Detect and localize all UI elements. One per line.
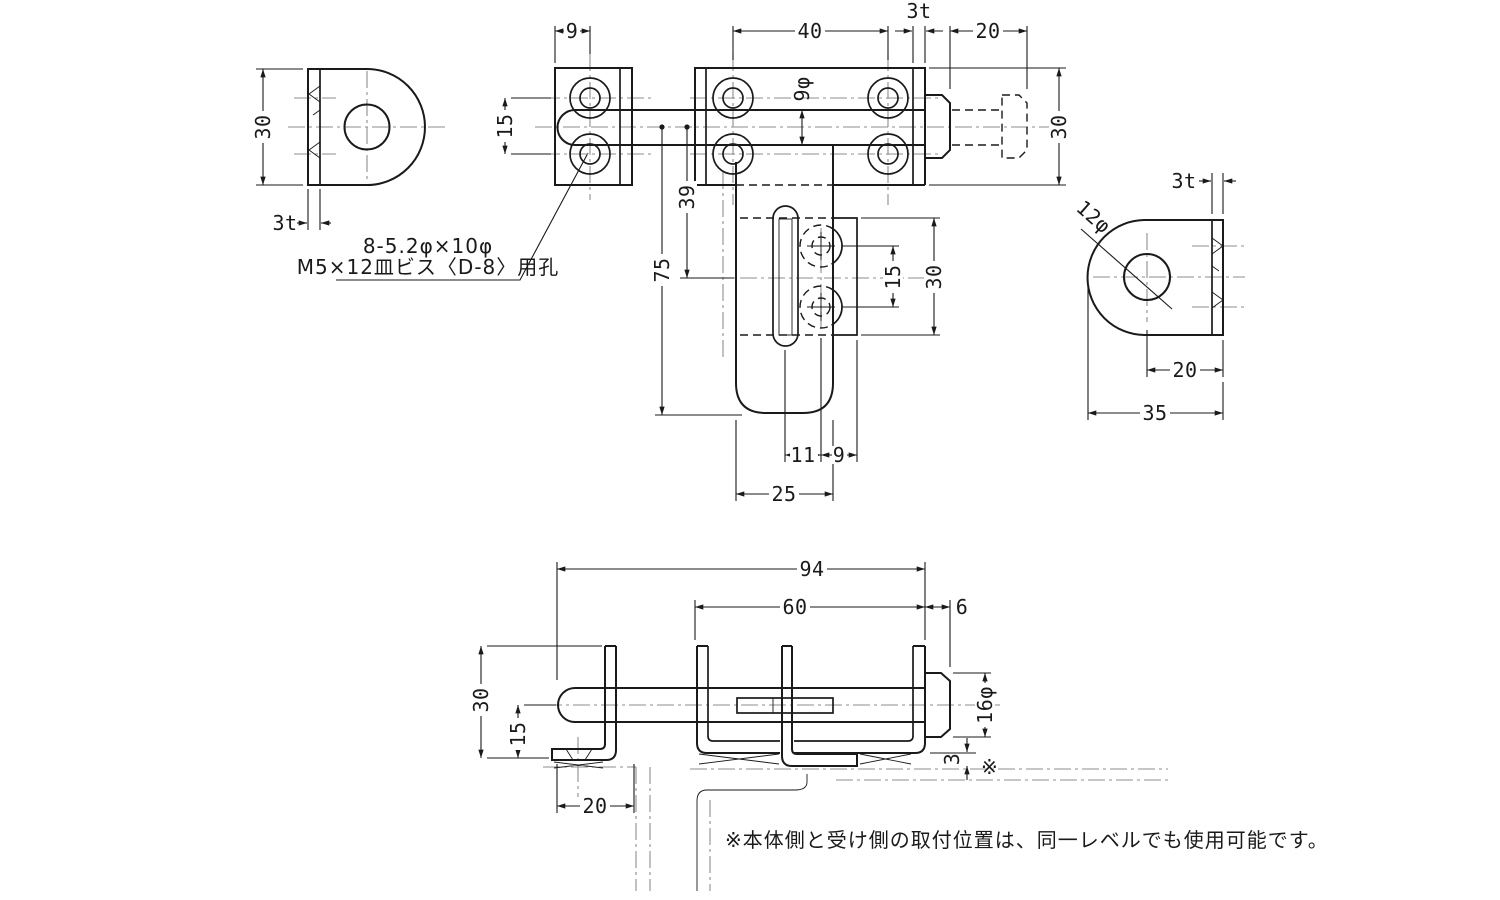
dim-plan-recv-pitch: 15: [881, 264, 905, 289]
dim-tab-left-thickness: 3t: [272, 211, 297, 235]
chamfer-hatch: [308, 85, 321, 159]
dim-side-body: 60: [782, 595, 807, 619]
hole-annotation: 8-5.2φ×10φ M5×12皿ビス〈D-8〉用孔: [297, 152, 589, 281]
dim-plan-flange: 3t: [906, 0, 931, 23]
bolt-rod-side: [557, 687, 925, 723]
dim-plan-pitch: 15: [493, 113, 517, 138]
dim-tabr-hole-edge: 20: [1172, 358, 1197, 382]
receiver-bracket: [551, 645, 617, 761]
dim-side-level-gap: 3: [940, 753, 964, 766]
dim-side-overall: 94: [799, 557, 824, 581]
dim-plan-drop-length: 75: [650, 257, 674, 282]
dim-plan-drop-width: 25: [771, 482, 796, 506]
tab-hole: [1123, 253, 1171, 301]
plan-view: 9 40 3t 20 30 15 9φ 39: [493, 0, 1071, 506]
dim-plan-hole-edge: 9: [833, 443, 846, 467]
countersunk-screw: [565, 748, 593, 761]
drop-plate-edge: [736, 697, 834, 714]
dim-plan-hole-span: 40: [797, 19, 822, 43]
dim-side-center-height: 15: [506, 721, 530, 746]
dim-plan-rod-dia: 9φ: [790, 76, 814, 101]
guide-slot: [772, 205, 799, 347]
footnote: ※本体側と受け側の取付位置は、同一レベルでも使用可能です。: [725, 828, 1329, 852]
dim-side-knob-dia: 16φ: [973, 686, 997, 724]
main-body-plate: [694, 67, 926, 186]
surface-right: [690, 768, 1168, 891]
dim-tabr-width: 35: [1142, 401, 1167, 425]
dim-plan-edge-hole: 9: [566, 19, 579, 43]
knob-ghost: [1001, 94, 1028, 159]
dim-plan-height: 30: [1047, 114, 1071, 139]
side-view: 30 15 20 94 60 6 16φ 3 ※: [469, 557, 1168, 891]
chamfer-hatch: [1211, 237, 1224, 309]
dim-side-foot: 20: [582, 794, 607, 818]
dim-side-knob-offset: 6: [956, 595, 969, 619]
knob: [925, 94, 951, 159]
dim-side-height: 30: [469, 687, 493, 712]
hole-note-line2: M5×12皿ビス〈D-8〉用孔: [297, 255, 560, 279]
dim-tab-left-height: 30: [251, 114, 275, 139]
tab-hole: [343, 103, 391, 151]
door-edge-right: [696, 774, 808, 891]
receiver-tab-right-view: 12φ 3t 20 35: [1072, 169, 1247, 425]
dim-plan-slot-hole: 11: [790, 443, 815, 467]
leader-line: [336, 152, 589, 281]
dim-plan-recv-height: 30: [922, 264, 946, 289]
dim-plan-drop-center: 39: [675, 184, 699, 209]
hole-note-line1: 8-5.2φ×10φ: [363, 234, 493, 258]
drop-plate-side: [781, 645, 858, 767]
receiver-hidden-holes: [799, 224, 843, 329]
left-bracket-plate: [554, 67, 633, 186]
dim-tabr-thickness: 3t: [1171, 169, 1196, 193]
gap-reference-mark: ※: [981, 755, 999, 779]
receiver-tab-left-view: 30 3t: [251, 68, 446, 235]
dim-plan-stroke: 20: [975, 19, 1000, 43]
gap-hatch: [553, 753, 912, 769]
body-channel: [696, 645, 926, 754]
